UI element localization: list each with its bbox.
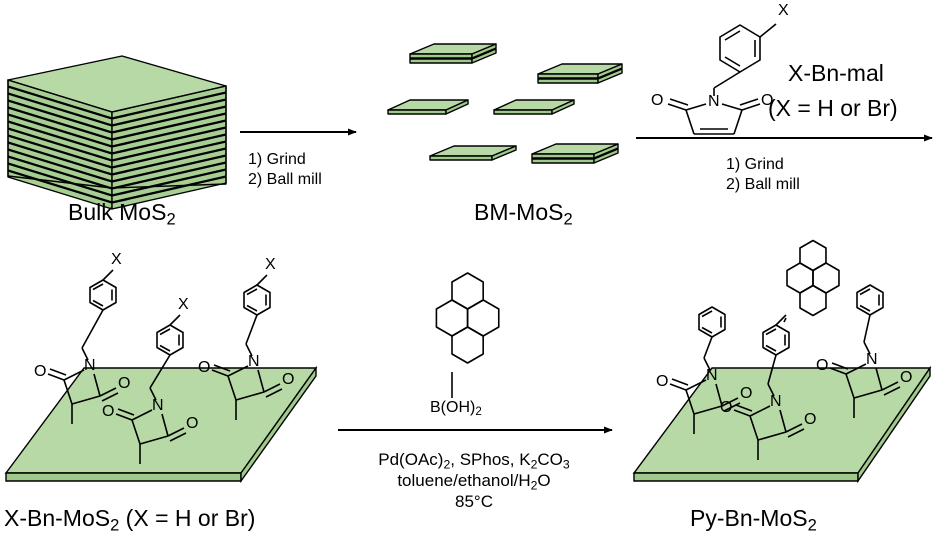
mos2-sheet-right-edge bbox=[633, 472, 859, 482]
product-atom-o-a-2: O bbox=[720, 399, 733, 416]
product-atom-o-a-3: O bbox=[816, 357, 829, 374]
product-atom-o-b-1: O bbox=[740, 385, 753, 402]
stack-outline bbox=[7, 79, 227, 189]
x-bn-succinimide-3 bbox=[211, 274, 283, 420]
atom-n-3: N bbox=[248, 353, 260, 370]
product-atom-n-3: N bbox=[866, 351, 878, 368]
atom-o-a-2: O bbox=[102, 403, 115, 420]
grafted-molecules bbox=[47, 269, 901, 464]
x-bn-succinimide-1 bbox=[47, 269, 119, 424]
atom-o-a-3: O bbox=[198, 359, 211, 376]
conditions-line1: Pd(OAc)2, SPhos, K2CO3 bbox=[378, 450, 570, 472]
atom-o-b-1: O bbox=[118, 375, 131, 392]
reagent-atom-o-left: O bbox=[651, 92, 664, 109]
step1-conditions: 1) Grind 2) Ball mill bbox=[248, 150, 322, 190]
pyrene-boronic-acid-structure bbox=[435, 272, 500, 398]
flake-3 bbox=[387, 99, 469, 115]
substituent-x-1: X bbox=[111, 251, 122, 268]
step2-conditions: 1) Grind 2) Ball mill bbox=[726, 155, 800, 195]
x-bn-mos2-label: X-Bn-MoS2 (X = H or Br) bbox=[4, 505, 256, 535]
step1-line1: 1) Grind bbox=[248, 151, 306, 168]
atom-o-b-3: O bbox=[282, 371, 295, 388]
substituent-x-3: X bbox=[265, 256, 276, 273]
reagent-atom-o-right: O bbox=[761, 92, 774, 109]
biaryl-bond bbox=[783, 317, 787, 323]
product-atom-n-2: N bbox=[770, 393, 782, 410]
reagent-condition: (X = H or Br) bbox=[768, 95, 898, 121]
conditions-line2: toluene/ethanol/H2O bbox=[397, 471, 551, 493]
substituent-x-2: X bbox=[178, 296, 189, 313]
benzene-ring bbox=[719, 24, 761, 73]
reagent-atom-n: N bbox=[708, 93, 720, 110]
x-bn-succinimide-2 bbox=[115, 314, 187, 464]
mos2-sheet-right-side bbox=[857, 365, 931, 484]
mos2-sheet-right bbox=[632, 367, 932, 474]
product-atom-o-b-2: O bbox=[804, 411, 817, 428]
py-bn-succinimide-1 bbox=[669, 306, 741, 434]
step2-line2: 2) Ball mill bbox=[726, 176, 800, 193]
atom-o-b-2: O bbox=[186, 415, 199, 432]
reagent-substituent-x: X bbox=[778, 2, 789, 19]
py-bn-mos2-label: Py-Bn-MoS2 bbox=[690, 505, 817, 535]
atom-n-1: N bbox=[84, 357, 96, 374]
py-bn-succinimide-3 bbox=[829, 284, 901, 418]
bm-mos2-label: BM-MoS2 bbox=[474, 199, 573, 229]
pyrene-ring-4 bbox=[799, 284, 827, 317]
atom-o-a-1: O bbox=[34, 363, 47, 380]
product-atom-n-1: N bbox=[706, 367, 718, 384]
mos2-sheet-left-side bbox=[240, 365, 317, 484]
reagent-name: X-Bn-mal bbox=[788, 60, 884, 86]
product-atom-o-a-1: O bbox=[656, 373, 669, 390]
pyrene-ring-4 bbox=[451, 326, 484, 364]
x-bn-maleimide-structure bbox=[667, 23, 777, 135]
pyrene-product-structure bbox=[783, 239, 840, 323]
flake-1 bbox=[409, 43, 497, 59]
bm-mos2-flakes bbox=[387, 43, 623, 164]
bulk-mos2-label: Bulk MoS2 bbox=[68, 199, 176, 229]
flake-5 bbox=[429, 145, 517, 161]
mos2-sheet-left bbox=[4, 367, 318, 474]
flake-6 bbox=[531, 143, 619, 159]
py-bn-succinimide-2 bbox=[733, 314, 805, 460]
product-atom-o-b-3: O bbox=[900, 369, 913, 386]
bulk-mos2-stack bbox=[7, 55, 227, 210]
pyrene-ring-3 bbox=[799, 239, 827, 272]
mos2-sheet-left-edge bbox=[5, 472, 242, 482]
pyrene-ring-3 bbox=[451, 272, 484, 310]
boronic-acid-label: B(OH)2 bbox=[430, 399, 482, 419]
flake-2 bbox=[537, 63, 623, 79]
coupling-conditions: Pd(OAc)2, SPhos, K2CO3 toluene/ethanol/H… bbox=[340, 449, 608, 512]
flake-4 bbox=[493, 99, 575, 115]
atom-n-2: N bbox=[152, 397, 164, 414]
conditions-line3: 85°C bbox=[455, 492, 493, 511]
step1-line2: 2) Ball mill bbox=[248, 171, 322, 188]
step2-line1: 1) Grind bbox=[726, 156, 784, 173]
